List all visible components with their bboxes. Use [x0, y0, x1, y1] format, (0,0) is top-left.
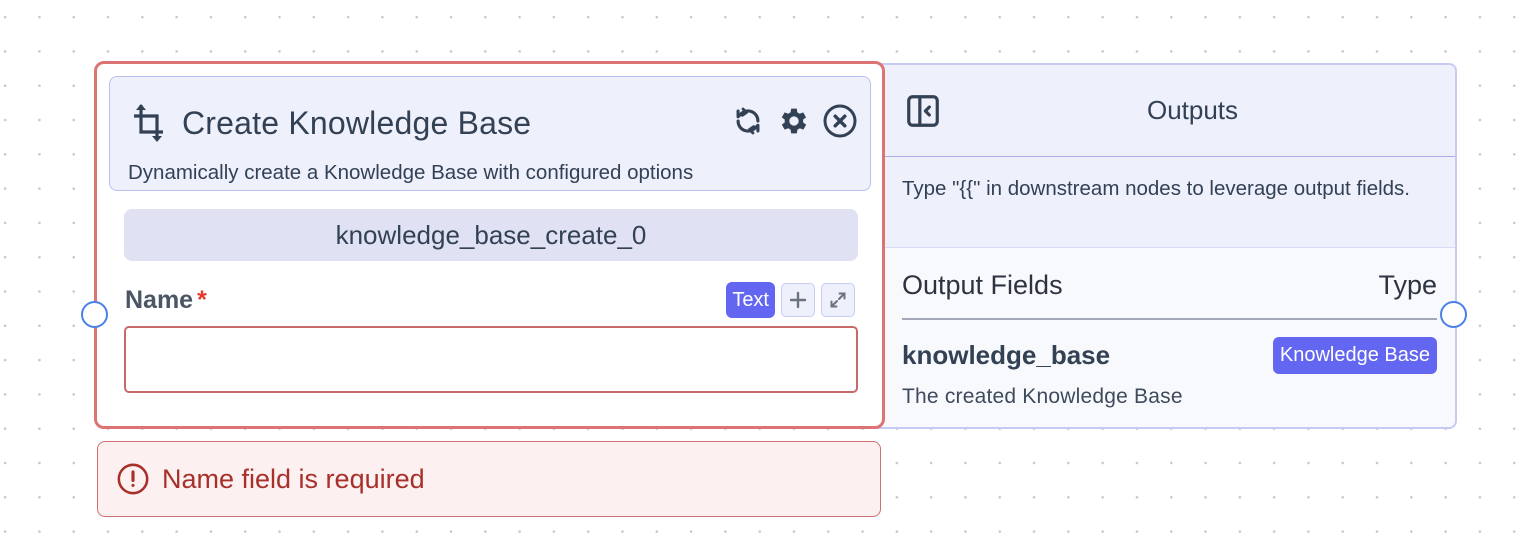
name-label-text: Name [125, 286, 194, 314]
node-title: Create Knowledge Base [182, 104, 532, 141]
close-circle-icon [823, 104, 857, 138]
outputs-title: Outputs [1146, 95, 1239, 125]
error-message: Name field is required [97, 441, 881, 517]
plus-icon [789, 291, 807, 309]
node-id-badge: knowledge_base_create_0 [124, 209, 858, 261]
expand-field-button[interactable] [821, 283, 855, 317]
field-type-pill[interactable]: Text [726, 282, 775, 318]
outputs-hint: Type "{{" in downstream nodes to leverag… [870, 157, 1455, 248]
output-field-description: The created Knowledge Base [902, 385, 1183, 408]
output-field-name: knowledge_base [902, 340, 1111, 370]
column-type: Type [1378, 270, 1437, 300]
refresh-icon [736, 107, 760, 135]
name-field-label: Name* [125, 286, 207, 315]
expand-icon [830, 292, 846, 308]
node-title-row: Create Knowledge Base [130, 101, 531, 145]
add-variable-button[interactable] [781, 283, 815, 317]
required-marker: * [197, 286, 207, 314]
outputs-panel: Outputs Type "{{" in downstream nodes to… [870, 63, 1457, 429]
node-header: Create Knowledge Base [109, 76, 871, 191]
output-field-type-badge: Knowledge Base [1272, 337, 1437, 374]
node-description: Dynamically create a Knowledge Base with… [128, 161, 694, 184]
crop-icon [134, 104, 163, 142]
output-handle[interactable] [1440, 301, 1467, 328]
settings-button[interactable] [776, 103, 812, 139]
knowledge-base-node[interactable]: Create Knowledge Base [94, 61, 885, 429]
outputs-table-header: Output Fields Type [902, 270, 1437, 320]
node-actions [730, 103, 858, 139]
alert-circle-icon [117, 463, 149, 495]
outputs-header: Outputs [870, 65, 1455, 157]
column-output-fields: Output Fields [902, 270, 1063, 300]
error-text: Name field is required [162, 463, 425, 494]
name-field-tools: Text [726, 282, 855, 318]
panel-collapse-icon[interactable] [904, 92, 942, 130]
input-handle[interactable] [81, 301, 108, 328]
name-input[interactable] [124, 326, 858, 393]
refresh-button[interactable] [730, 103, 766, 139]
gear-icon [781, 108, 807, 134]
remove-node-button[interactable] [822, 103, 858, 139]
